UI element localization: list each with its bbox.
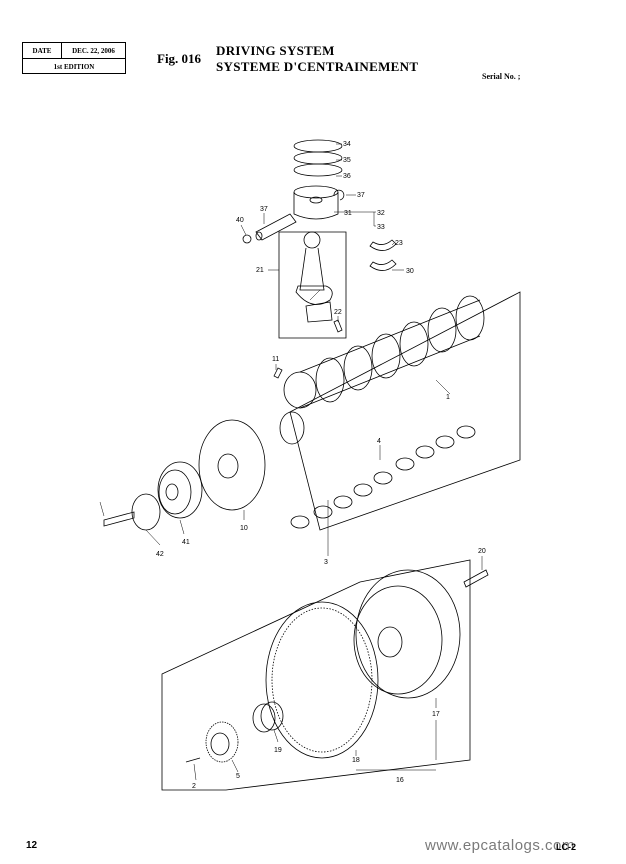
callout-15: 16 — [396, 777, 404, 784]
crank-bolt-drawing — [273, 367, 283, 379]
serial-number-label: Serial No. ; — [482, 72, 521, 81]
callout-37-left: 40 — [236, 217, 244, 224]
model-code: LC-2 — [556, 842, 576, 852]
connecting-rod-frame — [278, 231, 347, 339]
callout-32: 33 — [377, 224, 385, 231]
callout-35: 36 — [343, 173, 351, 180]
crank-hub-drawing — [279, 411, 305, 445]
callout-20: 21 — [256, 267, 264, 274]
callout-30: 31 — [344, 210, 352, 217]
callout-36: 37 — [260, 206, 268, 213]
main-bearings-drawing — [290, 425, 476, 529]
date-edition-box: DATE DEC. 22, 2006 1st EDITION — [22, 42, 126, 74]
dowel-pin-drawing — [185, 757, 201, 763]
callout-23: 30 — [406, 268, 414, 275]
date-label: DATE — [23, 43, 62, 58]
callout-19: 20 — [478, 548, 486, 555]
title-french: SYSTEME D'CENTRAINEMENT — [216, 59, 419, 74]
callout-10: 10 — [240, 525, 248, 532]
leader-lines — [99, 143, 483, 781]
pulley-bolt-drawing — [103, 511, 135, 527]
callout-31: 32 — [377, 210, 385, 217]
snap-ring-left-drawing — [242, 234, 252, 244]
plate-drawing — [131, 493, 161, 531]
crankshaft-frame — [289, 291, 521, 531]
callout-33: 34 — [343, 141, 351, 148]
callout-40: 41 — [182, 539, 190, 546]
callout-17: 18 — [352, 757, 360, 764]
flywheel-drawing — [353, 569, 461, 699]
callout-22: 23 — [395, 240, 403, 247]
callout-34: 35 — [343, 157, 351, 164]
callout-2: 2 — [192, 783, 196, 790]
pulley-drawing — [157, 461, 203, 519]
figure-number: Fig. 016 — [157, 51, 202, 66]
callout-1: 1 — [446, 394, 450, 401]
rod-bolt-drawing — [333, 319, 343, 333]
flywheel-frame — [161, 559, 471, 791]
callout-21: 22 — [334, 309, 342, 316]
piston-pin-drawing — [255, 213, 297, 241]
callout-41: 42 — [156, 551, 164, 558]
callout-3: 5 — [236, 773, 240, 780]
callout-18: 19 — [274, 747, 282, 754]
connecting-rod-drawing — [295, 231, 333, 323]
callout-37-right: 37 — [357, 192, 365, 199]
piston-drawing — [293, 185, 339, 220]
date-value: DEC. 22, 2006 — [72, 46, 115, 55]
callout-16: 17 — [432, 711, 440, 718]
callout-labels: 34 35 36 37 31 32 33 37 40 21 22 23 30 1… — [156, 141, 486, 790]
snap-ring-right-drawing — [333, 189, 345, 201]
crankshaft-drawing — [283, 295, 485, 409]
crank-gear-drawing — [205, 721, 239, 763]
site-watermark: www.epcatalogs.com — [425, 837, 575, 854]
vibration-damper-drawing — [198, 419, 266, 511]
flywheel-bolt-drawing — [463, 569, 489, 588]
piston-rings-drawing — [293, 139, 343, 177]
title-english: DRIVING SYSTEM — [216, 43, 335, 58]
edition-label: 1st EDITION — [53, 62, 95, 71]
callout-4: 3 — [324, 559, 328, 566]
pilot-bearing-drawing — [252, 701, 284, 733]
page-number: 12 — [26, 840, 38, 851]
ring-gear-drawing — [265, 601, 379, 759]
callout-5: 4 — [377, 438, 381, 445]
rod-bearing-shells-drawing — [369, 239, 397, 271]
callout-11: 11 — [272, 356, 279, 363]
